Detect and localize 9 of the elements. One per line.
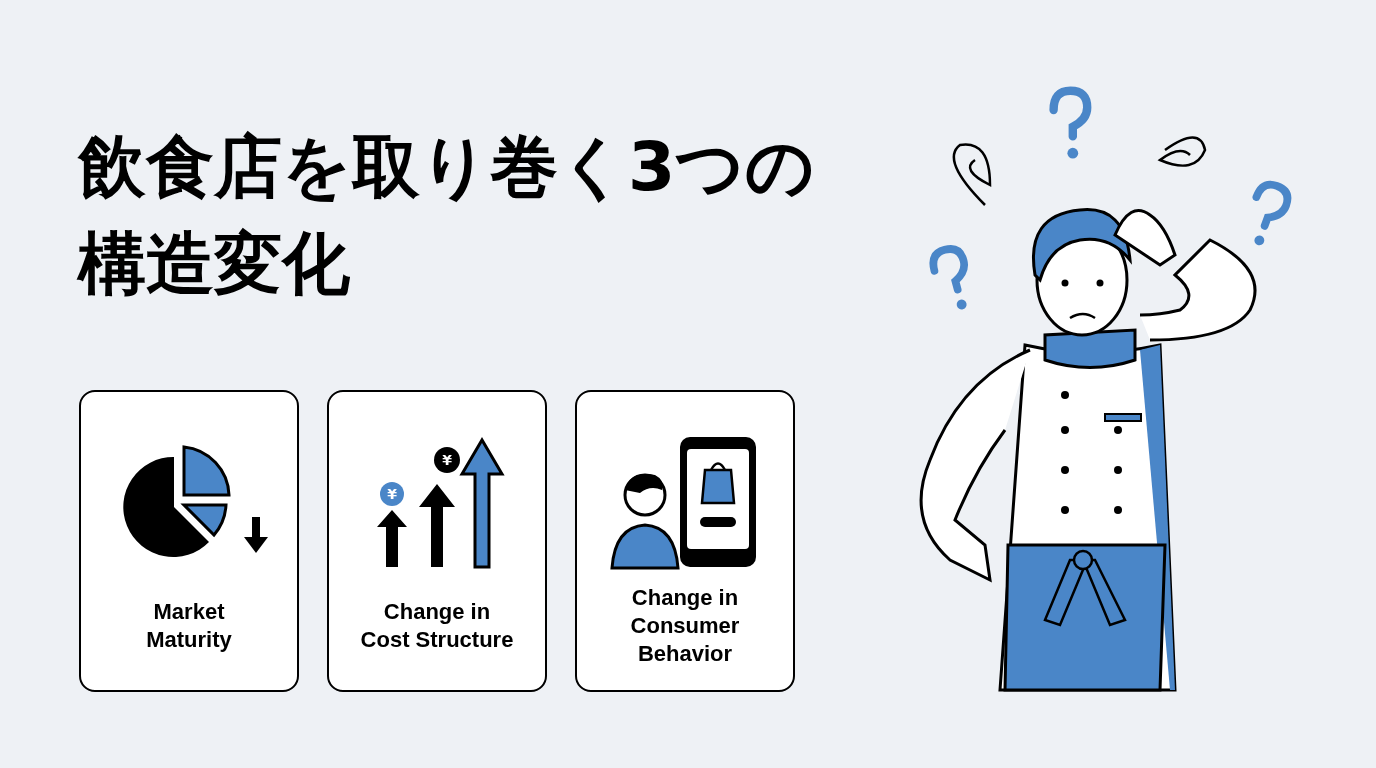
card-label: Market Maturity bbox=[145, 598, 233, 654]
card-label: Change in Consumer Behavior bbox=[629, 584, 741, 668]
yen-coin: ¥ bbox=[434, 447, 460, 473]
category-card bbox=[79, 390, 299, 692]
card-label: Change in Cost Structure bbox=[359, 598, 515, 654]
title: 飲食店を取り巻く3つの構造変化 bbox=[78, 126, 817, 305]
category-card bbox=[575, 390, 795, 692]
yen-coin: ¥ bbox=[380, 482, 404, 506]
category-card bbox=[327, 390, 547, 692]
